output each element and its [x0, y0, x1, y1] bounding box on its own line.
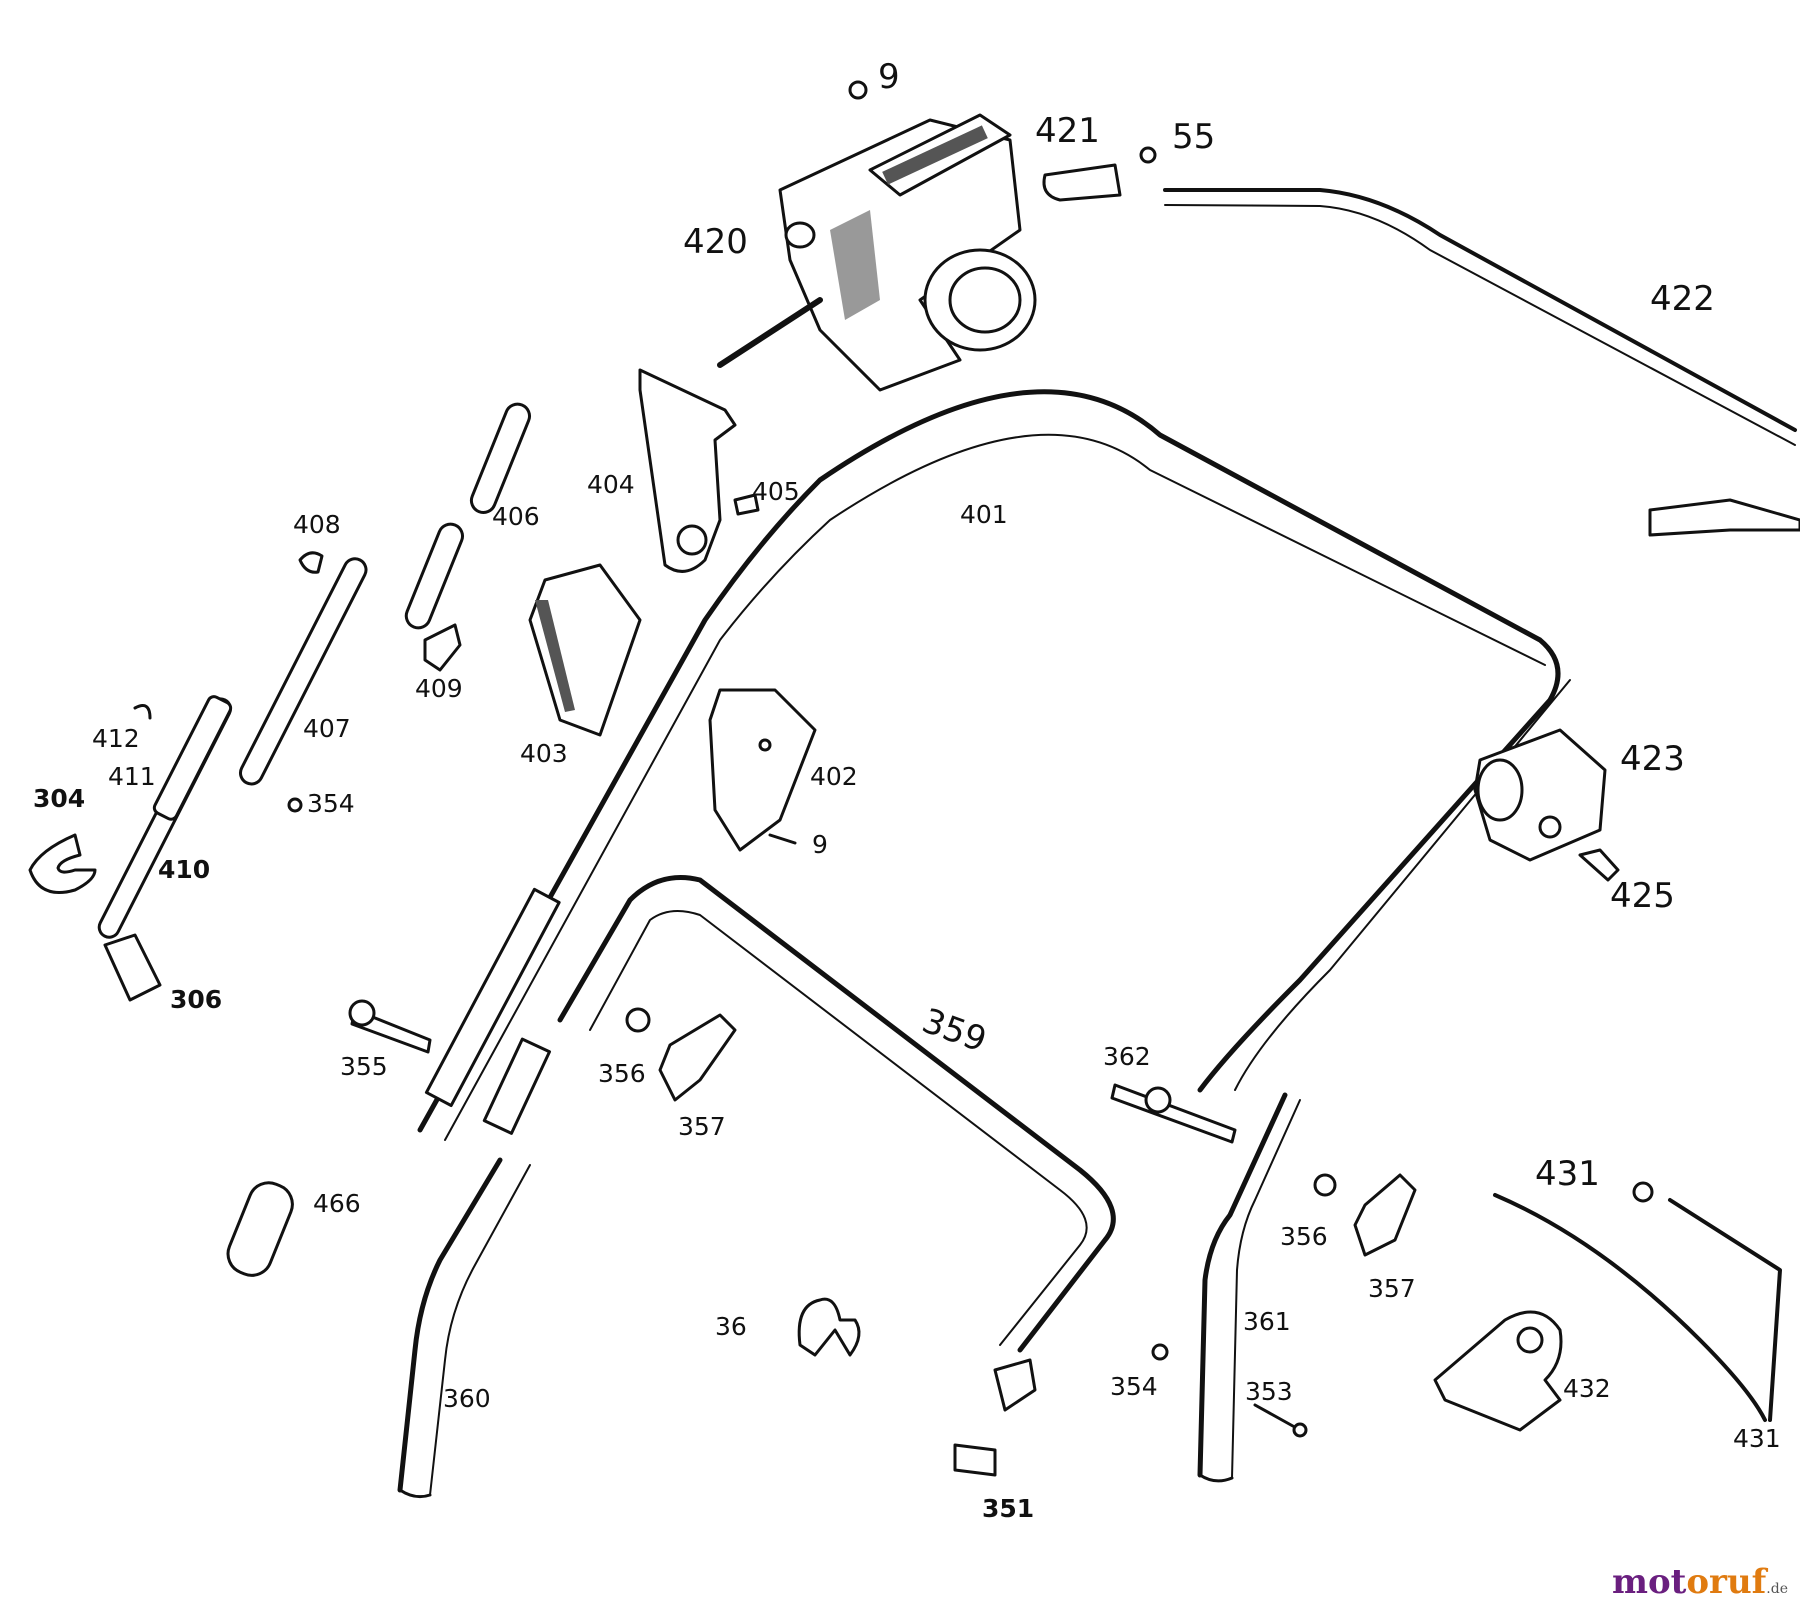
clamp-423: [1473, 728, 1607, 862]
label-431b: 431: [1733, 1424, 1781, 1453]
tube-sleeve-401: [424, 887, 561, 1108]
label-407: 407: [303, 714, 351, 743]
bolt-362: [1110, 1083, 1237, 1144]
lever-404: [638, 368, 737, 573]
label-466: 466: [313, 1189, 361, 1218]
watermark-part2: oruf: [1686, 1562, 1767, 1602]
label-408: 408: [293, 510, 341, 539]
bolt-353: [1253, 1403, 1302, 1432]
watermark-part1: mot: [1612, 1562, 1687, 1602]
label-410: 410: [158, 855, 210, 884]
lower-tube-360: [397, 1157, 503, 1493]
pin-405: [733, 493, 760, 516]
label-431a: 431: [1535, 1154, 1600, 1194]
label-362: 362: [1103, 1042, 1151, 1071]
clip-408: [298, 551, 324, 574]
bracket-432: [1433, 1310, 1563, 1432]
label-411: 411: [108, 762, 156, 791]
label-425: 425: [1610, 876, 1675, 916]
label-304: 304: [33, 784, 85, 813]
label-9-top: 9: [878, 57, 900, 97]
lower-tube-361: [1197, 1092, 1288, 1478]
grip-466: [226, 1181, 294, 1277]
knob-357b: [1353, 1173, 1417, 1257]
label-361: 361: [1243, 1307, 1291, 1336]
control-box-420: [717, 113, 1037, 392]
label-421: 421: [1035, 111, 1100, 151]
screw-9-top: [848, 80, 868, 100]
label-357a: 357: [678, 1112, 726, 1141]
washer-354a: [287, 797, 303, 813]
lower-tube-360-b: [429, 1164, 531, 1496]
label-432: 432: [1563, 1374, 1611, 1403]
handle-tube-422: [1163, 188, 1797, 432]
sleeve-411: [152, 695, 233, 821]
label-423: 423: [1620, 739, 1685, 779]
label-420: 420: [683, 222, 748, 262]
clip-412: [133, 704, 152, 720]
wire-431-b: [1668, 1198, 1782, 1422]
clip-36: [797, 1297, 861, 1357]
label-422: 422: [1650, 279, 1715, 319]
sleeve-359: [482, 1037, 552, 1135]
label-306: 306: [170, 985, 222, 1014]
label-360: 360: [443, 1384, 491, 1413]
label-36: 36: [715, 1312, 747, 1341]
watermark-suffix: .de: [1766, 1581, 1788, 1597]
handle-tube-422-lower: [1164, 204, 1796, 446]
screw-55: [1139, 146, 1157, 164]
label-55: 55: [1172, 117, 1215, 157]
clip-421: [1042, 163, 1122, 202]
label-405: 405: [752, 477, 800, 506]
cap-351: [953, 1443, 997, 1477]
label-412: 412: [92, 724, 140, 753]
handle-tube-401-inner: [444, 433, 1546, 1141]
washer-356b: [1313, 1173, 1337, 1197]
handle-tube-359: [557, 875, 1116, 1353]
label-406: 406: [492, 502, 540, 531]
lower-tube-360-end: [398, 1488, 432, 1499]
link-406: [469, 402, 532, 514]
washer-356a: [625, 1007, 651, 1033]
knob-357a: [658, 1013, 737, 1102]
label-403: 403: [520, 739, 568, 768]
label-354a: 354: [307, 789, 355, 818]
label-402: 402: [810, 762, 858, 791]
wire-431: [1493, 1193, 1767, 1422]
link-406-b: [404, 522, 465, 630]
label-404: 404: [587, 470, 635, 499]
screw-9-low: [768, 833, 797, 845]
tube-end-359: [993, 1358, 1037, 1412]
label-356b: 356: [1280, 1222, 1328, 1251]
label-9-low: 9: [812, 830, 828, 859]
handle-tube-359-inner: [589, 910, 1088, 1346]
washer-431: [1632, 1181, 1654, 1203]
label-357b: 357: [1368, 1274, 1416, 1303]
label-351: 351: [982, 1494, 1034, 1523]
handle-tube-401: [417, 389, 1561, 1133]
lower-tube-361-end: [1198, 1473, 1234, 1483]
washer-354b: [1151, 1343, 1169, 1361]
handle-tube-401-inner-b: [1234, 679, 1571, 1091]
knob-409: [423, 623, 462, 672]
label-401: 401: [960, 500, 1008, 529]
c-clip-304: [28, 833, 97, 894]
label-409: 409: [415, 674, 463, 703]
lower-tube-361-b: [1231, 1099, 1301, 1479]
label-355: 355: [340, 1052, 388, 1081]
plate-402: [708, 688, 817, 852]
rod-end-422: [1648, 498, 1800, 537]
label-354b: 354: [1110, 1372, 1158, 1401]
label-353: 353: [1245, 1377, 1293, 1406]
bushing-306: [103, 933, 162, 1002]
bracket-403: [528, 563, 642, 737]
watermark-logo: motoruf.de: [1612, 1562, 1788, 1602]
label-356a: 356: [598, 1059, 646, 1088]
screw-425: [1578, 848, 1620, 882]
rod-407: [238, 557, 368, 786]
